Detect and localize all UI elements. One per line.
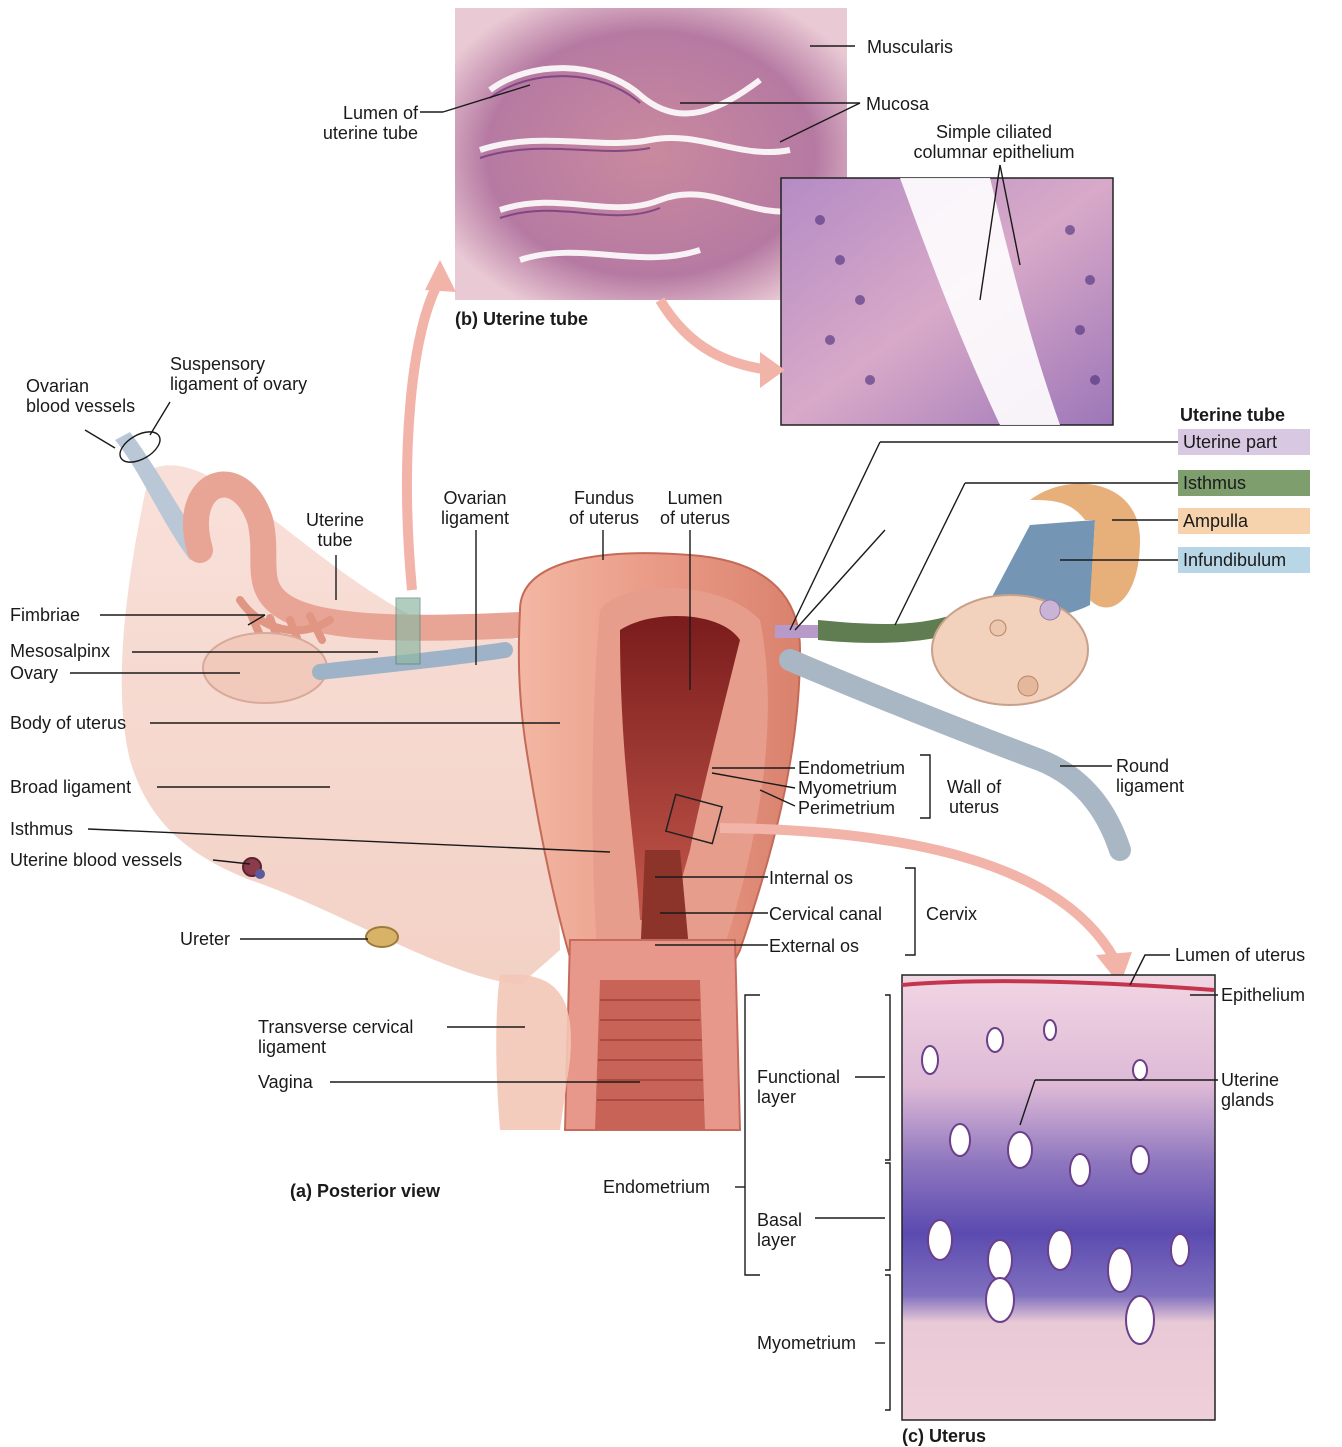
left-ovary-shape bbox=[203, 633, 327, 703]
ureter-shape bbox=[366, 927, 398, 947]
label-functional-layer: Functional layer bbox=[757, 1067, 840, 1107]
label-internal-os: Internal os bbox=[769, 868, 853, 888]
key-ampulla: Ampulla bbox=[1178, 508, 1310, 534]
label-simple-ciliated: Simple ciliated columnar epithelium bbox=[895, 122, 1093, 162]
label-fimbriae: Fimbriae bbox=[10, 605, 80, 625]
right-ovary-shape bbox=[932, 595, 1088, 705]
label-myometrium-a: Myometrium bbox=[798, 778, 897, 798]
label-mesosalpinx: Mesosalpinx bbox=[10, 641, 110, 661]
key-uterine-part: Uterine part bbox=[1178, 429, 1310, 455]
sample-marker bbox=[396, 598, 420, 664]
label-basal-layer: Basal layer bbox=[757, 1210, 802, 1250]
label-uterine-tube-a: Uterine tube bbox=[290, 510, 380, 550]
transverse-cervical-shape bbox=[496, 974, 571, 1130]
label-ureter: Ureter bbox=[180, 929, 230, 949]
label-uterine-blood-vessels: Uterine blood vessels bbox=[10, 850, 182, 870]
label-myometrium-c: Myometrium bbox=[757, 1333, 856, 1353]
label-epithelium: Epithelium bbox=[1221, 985, 1305, 1005]
label-ovarian-ligament: Ovarian ligament bbox=[420, 488, 530, 528]
label-uterine-glands: Uterine glands bbox=[1221, 1070, 1279, 1110]
caption-b: (b) Uterine tube bbox=[455, 309, 588, 329]
label-ovary: Ovary bbox=[10, 663, 58, 683]
caption-c: (c) Uterus bbox=[902, 1426, 986, 1446]
label-body-of-uterus: Body of uterus bbox=[10, 713, 126, 733]
arrow-to-inset bbox=[660, 300, 770, 370]
label-cervix: Cervix bbox=[926, 904, 977, 924]
label-fundus: Fundus of uterus bbox=[553, 488, 655, 528]
label-mucosa: Mucosa bbox=[866, 94, 929, 114]
key-isthmus: Isthmus bbox=[1178, 470, 1310, 496]
caption-a: (a) Posterior view bbox=[290, 1181, 440, 1201]
arrow-to-b bbox=[407, 280, 440, 590]
label-transverse-cervical: Transverse cervical ligament bbox=[258, 1017, 413, 1057]
label-lumen-of-uterine-tube: Lumen of uterine tube bbox=[300, 103, 418, 143]
vagina-lumen-shape bbox=[595, 980, 705, 1130]
label-isthmus-a: Isthmus bbox=[10, 819, 73, 839]
label-cervical-canal: Cervical canal bbox=[769, 904, 882, 924]
label-muscularis: Muscularis bbox=[867, 37, 953, 57]
label-vagina: Vagina bbox=[258, 1072, 313, 1092]
label-wall-of-uterus: Wall of uterus bbox=[934, 777, 1014, 817]
label-suspensory-ligament: Suspensory ligament of ovary bbox=[170, 354, 307, 394]
label-ovarian-blood-vessels: Ovarian blood vessels bbox=[26, 376, 135, 416]
key-infundibulum: Infundibulum bbox=[1178, 547, 1310, 573]
label-endometrium-a: Endometrium bbox=[798, 758, 905, 778]
label-broad-ligament: Broad ligament bbox=[10, 777, 131, 797]
label-endometrium-c: Endometrium bbox=[603, 1177, 710, 1197]
label-lumen-of-uterus-a: Lumen of uterus bbox=[650, 488, 740, 528]
histology-c-image bbox=[902, 975, 1215, 1420]
label-perimetrium: Perimetrium bbox=[798, 798, 895, 818]
label-external-os: External os bbox=[769, 936, 859, 956]
uterine-tube-key-title: Uterine tube bbox=[1180, 405, 1285, 426]
label-lumen-of-uterus-c: Lumen of uterus bbox=[1175, 945, 1305, 965]
label-round-ligament: Round ligament bbox=[1116, 756, 1184, 796]
